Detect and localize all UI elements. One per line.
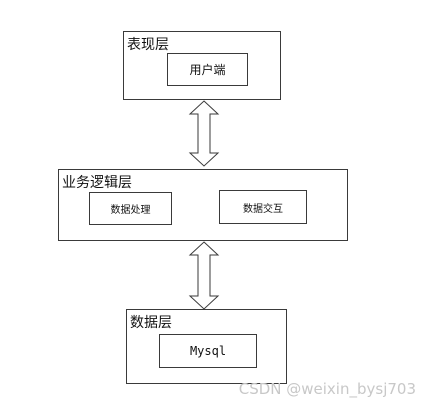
business-logic-layer-box: 业务逻辑层 数据处理 数据交互 <box>58 169 348 241</box>
data-layer-title: 数据层 <box>130 315 172 331</box>
mysql-node: Mysql <box>159 334 257 368</box>
presentation-layer-title: 表现层 <box>127 37 169 53</box>
data-layer-box: 数据层 Mysql <box>126 309 287 384</box>
lower-arrow-shape <box>188 241 220 310</box>
csdn-watermark: CSDN @weixin_bysj703 <box>238 380 416 398</box>
data-interaction-node: 数据交互 <box>219 190 307 224</box>
upper-arrow-shape <box>188 100 220 167</box>
data-processing-node: 数据处理 <box>89 192 172 225</box>
business-logic-layer-title: 业务逻辑层 <box>62 175 132 191</box>
client-node: 用户端 <box>167 53 248 86</box>
presentation-layer-box: 表现层 用户端 <box>123 31 281 100</box>
